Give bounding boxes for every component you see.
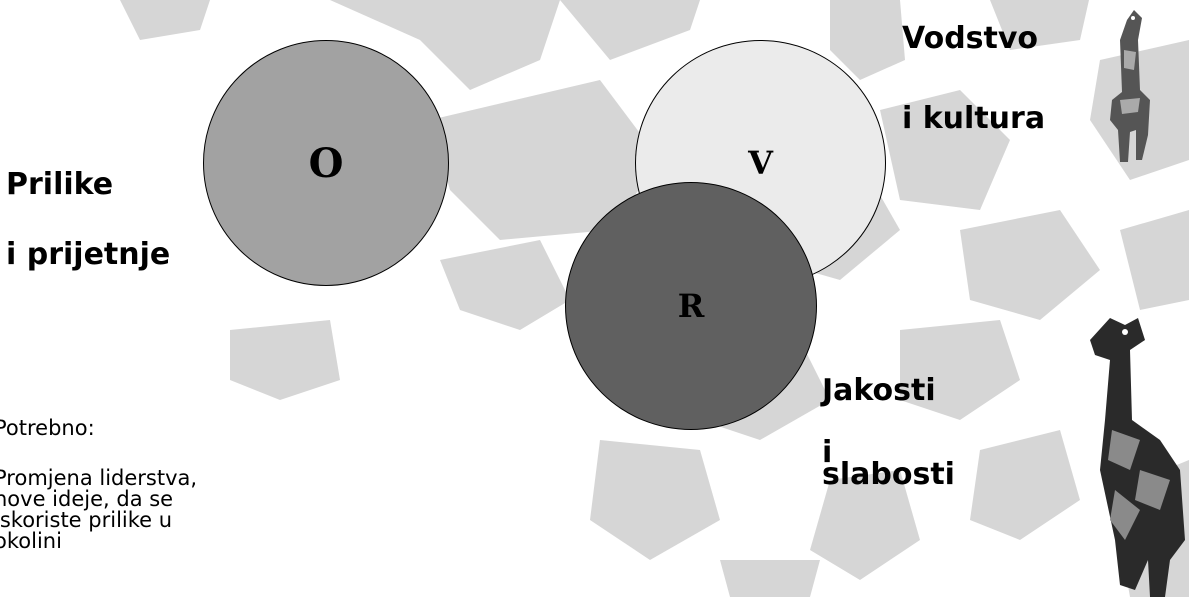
note-line-2: nove ideje, da se — [0, 487, 174, 511]
note-line-3: iskoriste prilike u — [0, 508, 173, 532]
label-vodstvo-line-1: Vodstvo — [902, 21, 1039, 56]
label-vodstvo-line-2: i kultura — [902, 101, 1046, 136]
note-title: Potrebno: — [0, 416, 95, 440]
label-prilike-line-2: i prijetnje — [6, 237, 171, 272]
giraffe-bottom-right-icon — [1090, 318, 1185, 597]
label-jakosti-line-3: slabosti — [822, 457, 955, 492]
label-jakosti-i-slabosti: Jakosti i slabosti — [822, 376, 955, 490]
label-prilike-line-1: Prilike — [6, 167, 114, 202]
circle-o: O — [203, 40, 449, 286]
label-prilike-i-prijetnje: Prilike i prijetnje — [6, 170, 170, 284]
label-vodstvo-i-kultura: Vodstvo i kultura — [902, 24, 1045, 134]
label-jakosti-line-1: Jakosti — [822, 373, 936, 408]
label-jakosti-line-2: i — [822, 435, 833, 470]
note-line-1: Promjena liderstva, — [0, 466, 198, 490]
circle-r-letter: R — [677, 287, 705, 325]
circle-r: R — [565, 182, 817, 430]
note-line-4: okolini — [0, 529, 62, 553]
circle-v-letter: V — [748, 144, 773, 182]
giraffe-top-right-icon — [1110, 10, 1150, 162]
note-body: Promjena liderstva, nove ideje, da se is… — [0, 468, 197, 552]
circle-o-letter: O — [308, 139, 344, 187]
